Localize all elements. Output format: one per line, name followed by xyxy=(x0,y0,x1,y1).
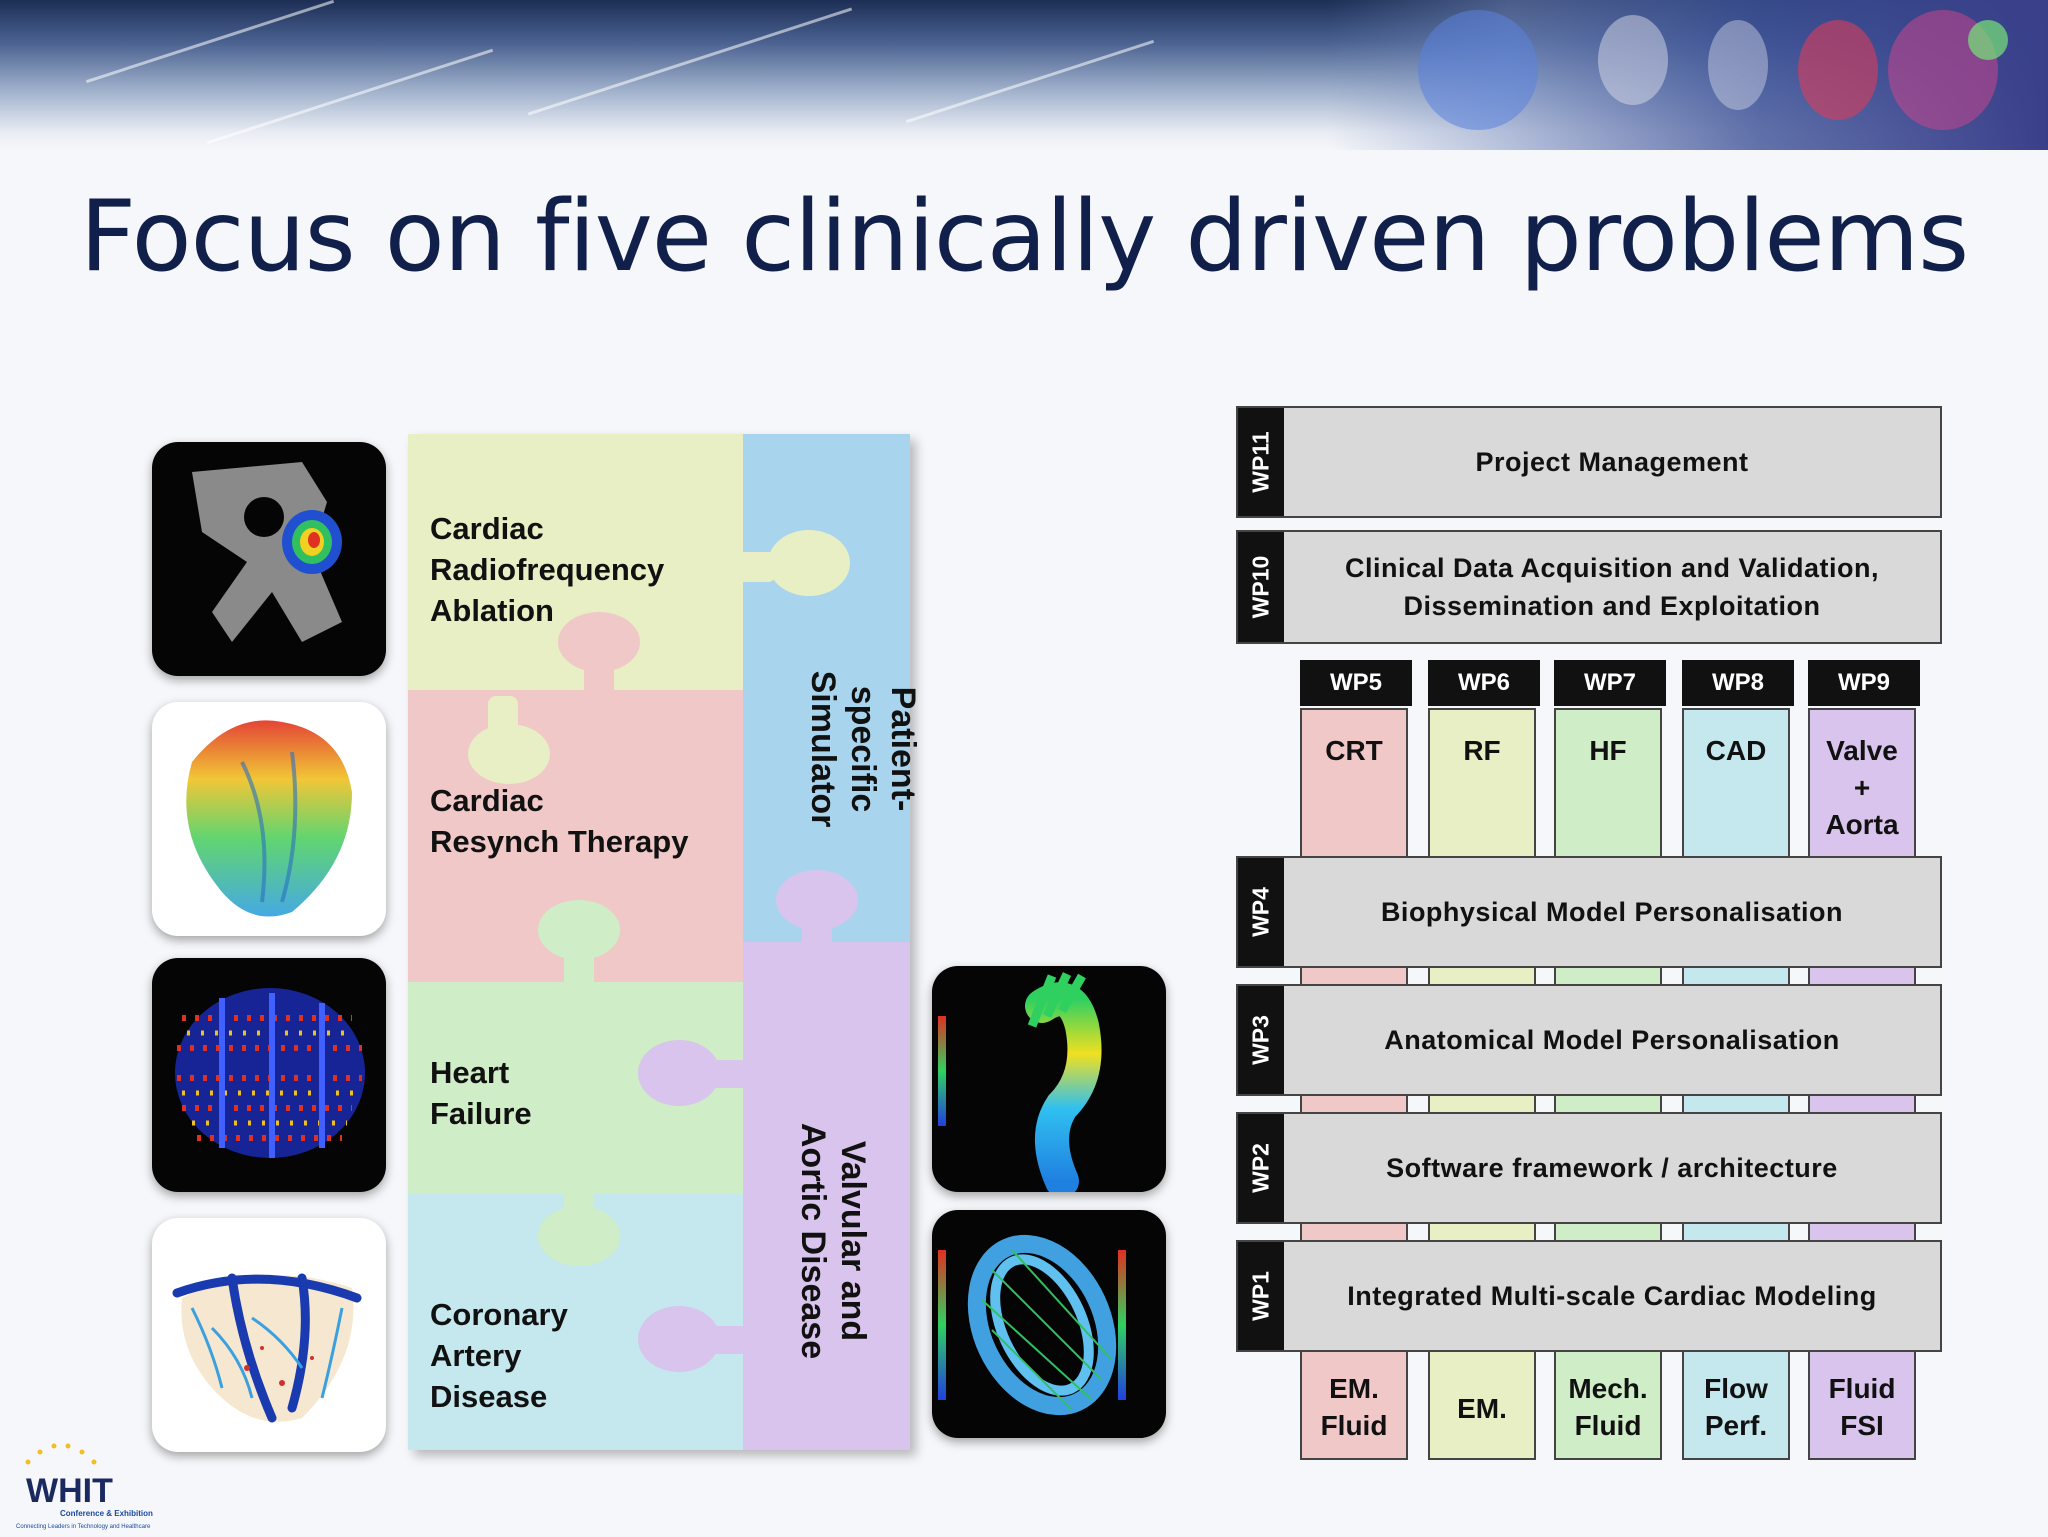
puzzle-knob xyxy=(768,530,850,596)
aorta-flow-image xyxy=(932,966,1166,1192)
puzzle-knob xyxy=(802,914,832,954)
column-label-cad: CAD xyxy=(1705,735,1767,766)
svg-text:Conference & Exhibition: Conference & Exhibition xyxy=(60,1509,153,1518)
side-label-valvular: Valvular and Aortic Disease xyxy=(794,1122,872,1360)
wp4-tag: WP4 xyxy=(1247,887,1274,937)
wp11-bar: WP11 Project Management xyxy=(1236,406,1942,518)
valve-flow-image xyxy=(932,1210,1166,1438)
column-bottom-em-fluid: EM. Fluid xyxy=(1320,1373,1388,1441)
puzzle-knob xyxy=(638,1306,720,1372)
wp1-bar: WP1 Integrated Multi-scale Cardiac Model… xyxy=(1236,1240,1942,1352)
column-bottom-em: EM. xyxy=(1457,1393,1507,1424)
column-label-hf: HF xyxy=(1589,735,1627,766)
puzzle-knob xyxy=(708,1060,748,1088)
page-title: Focus on five clinically driven problems xyxy=(79,180,1969,294)
wp1-label: Integrated Multi-scale Cardiac Modeling xyxy=(1347,1281,1877,1311)
wp4-label: Biophysical Model Personalisation xyxy=(1380,897,1844,927)
column-bottom-mech-fluid: Mech. Fluid xyxy=(1568,1373,1648,1441)
problem-puzzle: Cardiac Radiofrequency Ablation Cardiac … xyxy=(408,434,922,1450)
column-tag-wp7: WP7 xyxy=(1554,660,1666,706)
column-tag-wp9: WP9 xyxy=(1808,660,1920,706)
wp2-bar: WP2 Software framework / architecture xyxy=(1236,1112,1942,1224)
column-label-valve-aorta: Valve + Aorta xyxy=(1825,735,1899,840)
problem-label-ablation: Cardiac Radiofrequency Ablation xyxy=(430,511,665,628)
column-tag-wp6: WP6 xyxy=(1428,660,1540,706)
puzzle-knob xyxy=(638,1040,720,1106)
header-banner xyxy=(0,0,2048,150)
wp10-bar: WP10 Clinical Data Acquisition and Valid… xyxy=(1236,530,1942,644)
column-bottom-fluid-fsi: Fluid FSI xyxy=(1828,1373,1896,1441)
wp3-bar: WP3 Anatomical Model Personalisation xyxy=(1236,984,1942,1096)
coronary-tree-image xyxy=(152,1218,386,1452)
wp2-label: Software framework / architecture xyxy=(1386,1153,1838,1183)
column-tag-wp5: WP5 xyxy=(1300,660,1412,706)
wp2-tag: WP2 xyxy=(1247,1143,1274,1193)
column-label-crt: CRT xyxy=(1325,735,1383,766)
wp10-label: Clinical Data Acquisition and Validation… xyxy=(1344,553,1880,621)
problem-label-crt: Cardiac Resynch Therapy xyxy=(430,783,689,859)
puzzle-knob xyxy=(468,724,550,784)
wp11-label: Project Management xyxy=(1475,447,1749,477)
svg-text:WHIT: WHIT xyxy=(26,1472,113,1510)
whit-logo: WHIT Conference & Exhibition Connecting … xyxy=(8,1440,158,1532)
fibre-heart-image xyxy=(152,958,386,1192)
column-label-rf: RF xyxy=(1463,735,1501,766)
problem-label-cad: Coronary Artery Disease xyxy=(430,1297,568,1414)
puzzle-knob xyxy=(708,1326,748,1354)
wp11-tag: WP11 xyxy=(1247,431,1274,493)
wp10-tag: WP10 xyxy=(1247,555,1274,619)
wp3-tag: WP3 xyxy=(1247,1015,1274,1065)
puzzle-block-valvular xyxy=(743,942,910,1450)
problem-label-heart-failure: Heart Failure xyxy=(430,1055,532,1131)
side-label-simulator: Patient- specific Simulator xyxy=(804,670,922,828)
puzzle-knob xyxy=(584,654,614,714)
ablation-map-image xyxy=(152,442,386,676)
puzzle-block-simulator xyxy=(743,434,910,942)
wp4-bar: WP4 Biophysical Model Personalisation xyxy=(1236,856,1942,968)
column-bottom-flow-perf: Flow Perf. xyxy=(1704,1373,1768,1441)
wp3-label: Anatomical Model Personalisation xyxy=(1384,1025,1840,1055)
wp1-tag: WP1 xyxy=(1247,1271,1274,1321)
ventricle-mesh-image xyxy=(152,702,386,936)
column-tag-wp8: WP8 xyxy=(1682,660,1794,706)
puzzle-knob xyxy=(564,1186,594,1226)
banner-heart-artwork xyxy=(1328,0,2048,150)
puzzle-knob xyxy=(564,944,594,988)
svg-text:Connecting Leaders in Technolo: Connecting Leaders in Technology and Hea… xyxy=(16,1524,151,1530)
